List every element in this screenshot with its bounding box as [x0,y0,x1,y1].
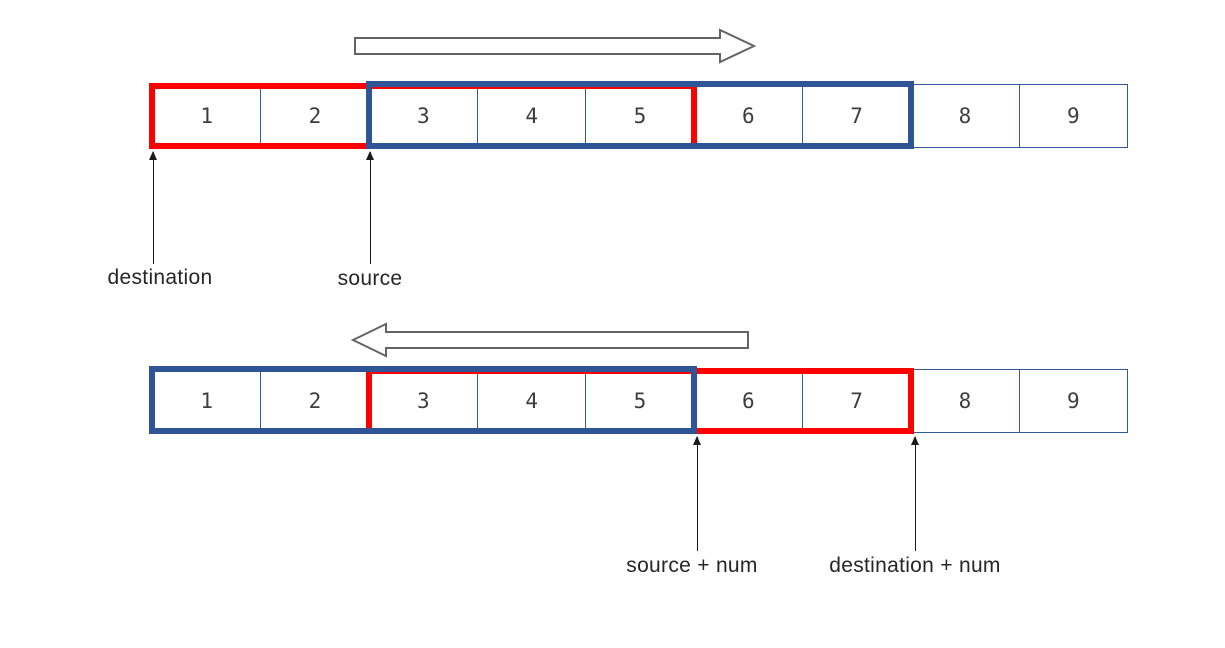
array-cell: 6 [695,85,803,147]
destination-plus-num-label: destination + num [829,554,1001,577]
array-cell: 9 [1066,104,1080,128]
source-label: source [337,267,403,290]
array-cell: 1 [153,85,262,147]
left-block-arrow-icon [350,322,749,358]
array-cell: 2 [261,85,370,147]
array-cell: 8 [911,85,1020,147]
array-cell: 3 [370,370,478,432]
destination-plus-num-pointer-arrow [911,436,919,551]
array-cell: 2 [261,370,370,432]
array-cell: 7 [803,85,912,147]
array-cell: 5 [586,370,695,432]
source-plus-num-label: source + num [626,554,758,577]
array-cell: 7 [803,370,912,432]
right-block-arrow-icon [354,28,757,64]
source-pointer-arrow [366,151,374,264]
array-cell: 8 [911,370,1020,432]
array-cell: 4 [478,370,587,432]
array-cell: 4 [478,85,587,147]
array-cell: 6 [695,370,803,432]
destination-label: destination [107,266,213,289]
destination-pointer-arrow [149,151,157,264]
source-plus-num-pointer-arrow [693,436,701,551]
array-row-bottom: 1 2 3 4 5 6 7 8 9 [152,369,1128,433]
array-row-top: 1 2 3 4 5 6 7 8 9 [152,84,1128,148]
array-cell: 5 [586,85,695,147]
array-cell: 3 [370,85,478,147]
array-cell: 1 [153,370,262,432]
array-cell: 9 [1066,389,1080,413]
